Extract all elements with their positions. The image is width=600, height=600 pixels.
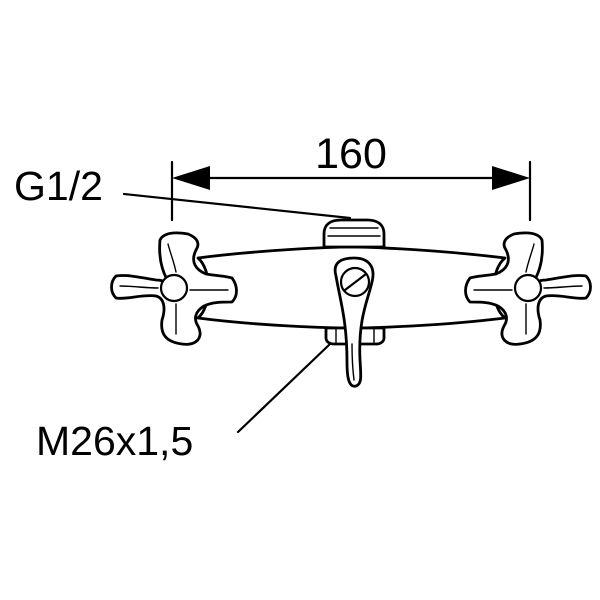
- right-handle-rib-right: [543, 285, 583, 289]
- outlet-leader-line: [236, 342, 332, 434]
- outlet-thread-label: M26x1,5: [36, 418, 193, 464]
- dimension-160: 160: [170, 130, 532, 222]
- left-handle-rib-top: [167, 243, 177, 273]
- inlet-nut: [322, 218, 386, 249]
- dimension-value: 160: [315, 130, 387, 178]
- arrowhead-left: [172, 166, 210, 190]
- left-handle-rib-left: [119, 285, 159, 289]
- inlet-leader-line: [122, 192, 352, 220]
- arrowhead-right: [492, 166, 530, 190]
- callout-inlet-thread: G1/2: [14, 163, 352, 220]
- callout-outlet-thread: M26x1,5: [36, 342, 332, 464]
- left-handle-center: [159, 273, 189, 303]
- right-handle-center: [513, 273, 543, 303]
- lever-hub-slot: [343, 272, 368, 292]
- inlet-thread-label: G1/2: [14, 163, 103, 209]
- lever-highlight: [351, 343, 355, 381]
- faucet-body: [110, 218, 592, 388]
- right-handle-rib-top: [525, 243, 535, 273]
